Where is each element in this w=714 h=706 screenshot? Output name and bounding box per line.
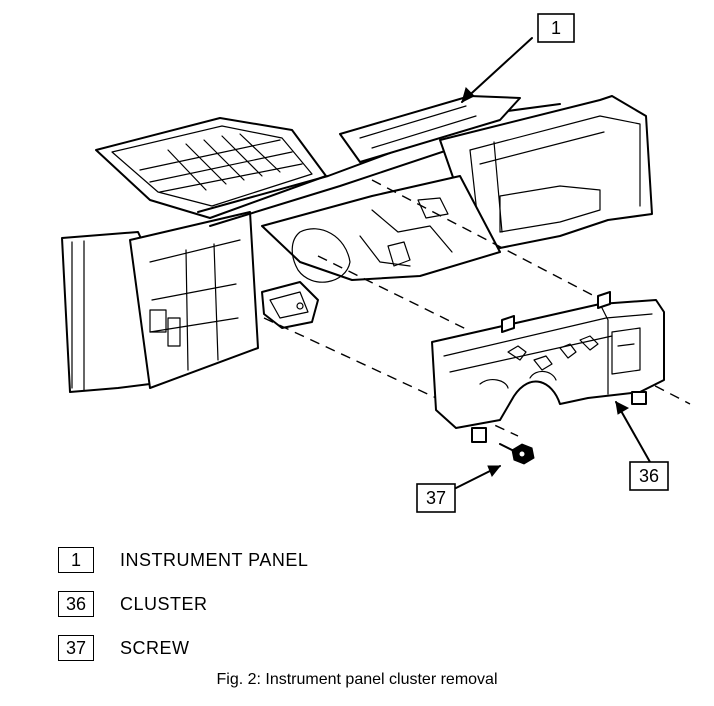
legend-row-screw: 37 SCREW — [58, 632, 190, 664]
legend-row-instrument-panel: 1 INSTRUMENT PANEL — [58, 544, 308, 576]
callout-37: 37 — [416, 483, 456, 513]
cluster-drawing — [431, 291, 665, 443]
leader-arrows — [455, 37, 651, 489]
legend-label: CLUSTER — [120, 593, 208, 614]
callout-36: 36 — [629, 461, 669, 491]
callout-1: 1 — [537, 13, 575, 43]
legend-number: 36 — [58, 591, 94, 617]
svg-text:1: 1 — [551, 18, 561, 38]
legend-label: INSTRUMENT PANEL — [120, 549, 309, 570]
screw-drawing — [499, 443, 535, 465]
svg-text:36: 36 — [639, 466, 659, 486]
instrument-panel-drawing — [61, 95, 653, 393]
legend-number: 37 — [58, 635, 94, 661]
legend-number: 1 — [58, 547, 94, 573]
legend-row-cluster: 36 CLUSTER — [58, 588, 208, 620]
legend-label: SCREW — [120, 637, 190, 658]
svg-text:37: 37 — [426, 488, 446, 508]
figure-caption: Fig. 2: Instrument panel cluster removal — [216, 671, 498, 688]
